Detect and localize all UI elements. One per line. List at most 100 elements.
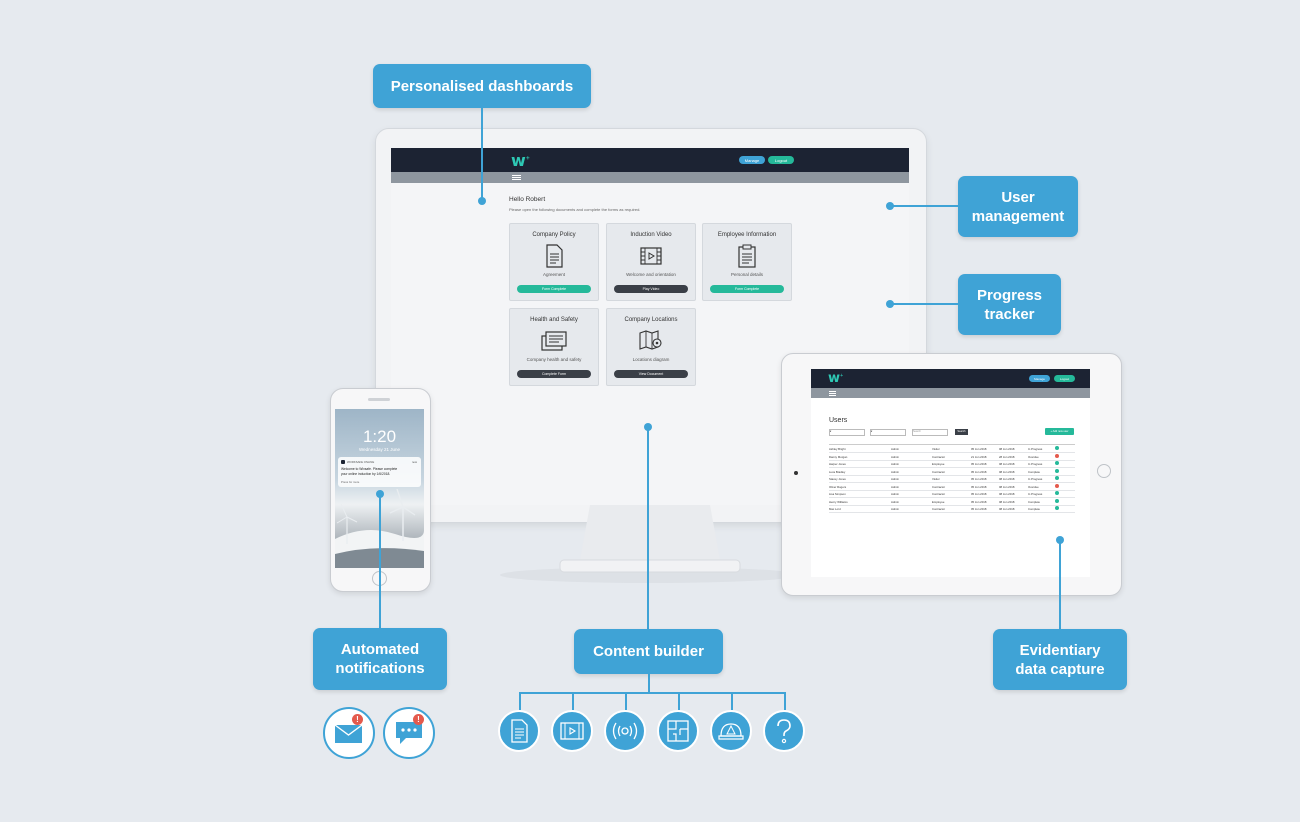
lockscreen-notification[interactable]: WORKSAFE ONLINE now Welcome to Wixsafe. …	[338, 457, 421, 487]
connector-dot	[886, 300, 894, 308]
manage-button[interactable]: Manage	[739, 156, 765, 164]
card-subtitle: Company health and safety	[526, 357, 582, 362]
table-cell-d2: 08 Jun 2018	[999, 484, 1015, 489]
table-cell-status: Overdue	[1028, 454, 1039, 459]
table-cell-name: Luca Bradley	[829, 469, 846, 474]
table-cell-c2: Admin	[891, 492, 899, 496]
form-complete-button[interactable]: Form Complete	[517, 285, 591, 293]
complete-form-button[interactable]: Complete Form	[517, 370, 591, 378]
logout-button[interactable]: Logout	[1054, 375, 1075, 382]
status-check-icon	[1055, 468, 1059, 473]
phone-time: 1:20	[362, 427, 397, 446]
tablet-screen: w+ Manage Logout Users ▾ ▾ Search Search…	[811, 369, 1090, 577]
search-button[interactable]: Search	[955, 429, 968, 435]
safety-helmet-icon	[710, 710, 752, 752]
table-cell-c2: Admin	[891, 477, 899, 481]
connector-line	[379, 495, 381, 628]
connector-line	[572, 692, 574, 710]
menu-icon[interactable]	[512, 175, 521, 176]
card-induction-video[interactable]: Induction Video Welcome and orientation …	[606, 223, 696, 301]
table-cell-d2: 08 Jun 2018	[999, 477, 1015, 481]
video-icon	[551, 710, 593, 752]
table-cell-d1: 05 Jun 2018	[971, 507, 987, 511]
connector-line	[648, 674, 650, 692]
table-cell-name: Henry Williams	[829, 499, 848, 504]
card-subtitle: Welcome and orientation	[626, 272, 676, 277]
card-health-and-safety[interactable]: Health and Safety Company health and saf…	[509, 308, 599, 386]
table-cell-name: Oliver Rogers	[829, 484, 847, 489]
card-title: Employee Information	[717, 232, 777, 238]
filter-select-1[interactable]: ▾	[829, 429, 865, 436]
tablet-camera	[794, 471, 798, 475]
card-title: Company Policy	[532, 232, 576, 238]
greeting: Hello Robert	[509, 196, 546, 203]
menu-icon[interactable]	[829, 391, 836, 392]
table-cell-status: Overdue	[1028, 484, 1039, 489]
table-cell-name: Stacey Jones	[829, 477, 846, 481]
manage-button[interactable]: Manage	[1029, 375, 1050, 382]
search-input[interactable]: Search	[912, 429, 948, 436]
connector-line	[481, 108, 483, 201]
connector-line	[1059, 541, 1061, 629]
status-check-icon	[1055, 461, 1059, 465]
form-complete-button[interactable]: Form Complete	[710, 285, 784, 293]
table-cell-c3: Visitor	[932, 447, 940, 451]
tablet-subbar	[811, 388, 1090, 398]
table-cell-name: Max Lord	[829, 507, 841, 511]
connector-line	[647, 428, 649, 629]
table-cell-d1: 05 Jun 2018	[971, 469, 987, 474]
table-cell-d1: 05 Jun 2018	[971, 492, 987, 496]
desktop-subbar	[391, 172, 909, 183]
card-company-locations[interactable]: Company Locations Locations diagram View…	[606, 308, 696, 386]
notification-text: Welcome to Wixsafe. Please complete your…	[341, 467, 398, 476]
logout-button[interactable]: Logout	[768, 156, 794, 164]
phone-speaker	[368, 398, 390, 401]
table-cell-c3: Visitor	[932, 477, 940, 481]
play-video-button[interactable]: Play Video	[614, 285, 688, 293]
card-subtitle: Locations diagram	[632, 357, 670, 362]
card-employee-information[interactable]: Employee Information Personal details Fo…	[702, 223, 792, 301]
app-logo: w+	[511, 151, 530, 170]
table-cell-d2: 08 Jun 2018	[999, 492, 1015, 496]
table-cell-c2: Admin	[891, 454, 899, 459]
card-title: Company Locations	[624, 317, 678, 323]
filter-select-2[interactable]: ▾	[870, 429, 906, 436]
status-check-icon	[1055, 498, 1059, 503]
sms-notification-icon	[383, 707, 435, 759]
tablet-home-button[interactable]	[1097, 464, 1111, 478]
status-check-icon	[1055, 483, 1059, 488]
card-subtitle: Personal details	[730, 272, 764, 277]
forms-icon	[541, 331, 567, 351]
callout-progress-tracker: Progress tracker	[958, 274, 1061, 335]
table-cell-d1: 05 Jun 2018	[971, 499, 987, 504]
connector-dot	[1056, 536, 1064, 544]
document-icon	[498, 710, 540, 752]
table-cell-c3: Contractor	[932, 454, 946, 459]
table-header	[829, 441, 1075, 445]
add-user-button[interactable]: + Add new user	[1045, 428, 1074, 435]
alert-badge-icon: !	[413, 714, 424, 725]
card-company-policy[interactable]: Company Policy Agreement Form Complete	[509, 223, 599, 301]
table-cell-d2: 08 Jun 2018	[999, 462, 1015, 466]
status-check-icon	[1055, 453, 1059, 458]
connector-line	[519, 692, 785, 694]
callout-content-builder: Content builder	[574, 629, 723, 674]
table-cell-c2: Admin	[891, 484, 899, 489]
notification-app-icon	[341, 460, 345, 464]
tablet-app-header: w+ Manage Logout	[811, 369, 1090, 388]
view-document-button[interactable]: View Document	[614, 370, 688, 378]
table-cell-name: Lisa Simpson	[829, 492, 846, 496]
status-check-icon	[1055, 476, 1059, 480]
table-cell-c2: Admin	[891, 507, 899, 511]
status-check-icon	[1055, 506, 1059, 510]
instructions: Please open the following documents and …	[509, 207, 641, 212]
